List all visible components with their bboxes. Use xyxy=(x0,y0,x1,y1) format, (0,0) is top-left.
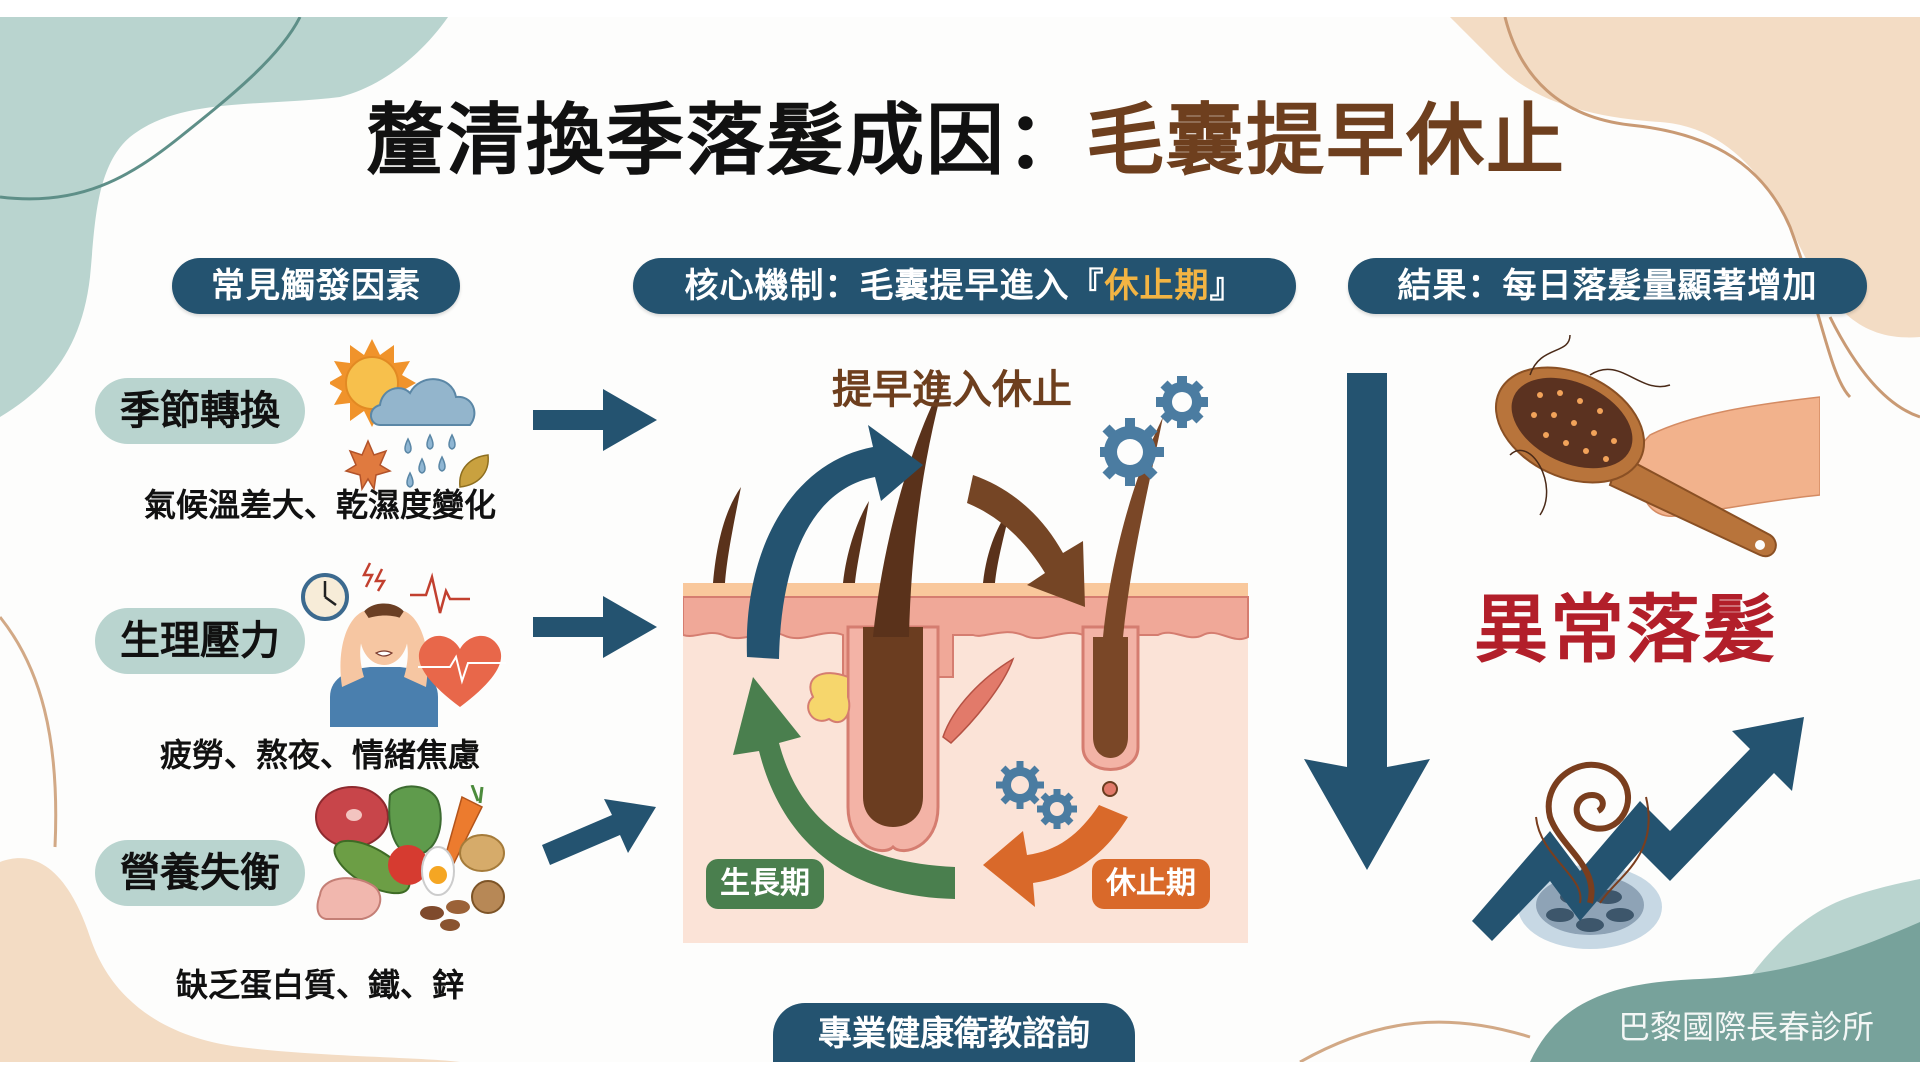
teal-blob-top-left xyxy=(0,17,448,417)
factor-desc-season: 氣候溫差大、乾濕度變化 xyxy=(143,486,496,524)
arrow-blue-cycle xyxy=(746,425,923,659)
title-main: 釐清換季落髮成因： xyxy=(366,96,1087,186)
potato-icon xyxy=(459,834,505,872)
tomato-icon xyxy=(388,845,428,885)
brush-handle xyxy=(1608,453,1777,558)
ham-icon xyxy=(316,877,382,920)
mechanism-header-suffix: 』 xyxy=(1209,266,1245,306)
trend-up-arrow-icon xyxy=(1472,717,1804,941)
raindrops-icon xyxy=(404,433,456,488)
peach-blob-top-right xyxy=(1450,17,1920,338)
factor-label: 生理壓力 xyxy=(120,618,280,664)
background-decoration xyxy=(0,17,1920,1062)
factor-pill-season: 季節轉換 xyxy=(95,378,305,444)
factor-desc-nutrition: 缺乏蛋白質、鐵、鋅 xyxy=(175,966,464,1004)
leaf-icon xyxy=(459,454,489,488)
peach-curve-line xyxy=(1503,17,1852,399)
arrow-down-icon xyxy=(1304,373,1430,870)
factor-pill-stress: 生理壓力 xyxy=(95,608,305,674)
clinic-watermark: 巴黎國際長春診所 xyxy=(1618,1008,1875,1046)
arrow-brown-cycle xyxy=(967,475,1085,607)
teal-curve-line xyxy=(0,17,302,201)
factor-desc-stress: 疲勞、熬夜、情緒焦慮 xyxy=(159,736,480,774)
teal-blob-bottom-right-dark xyxy=(1530,922,1920,1062)
peach-curve-line-right xyxy=(1828,316,1920,419)
page-title: 釐清換季落髮成因：毛囊提早休止 xyxy=(366,91,1566,191)
hair-swirl-icon xyxy=(1545,761,1632,904)
mechanism-header-highlight: 休止期 xyxy=(1104,266,1210,306)
short-hair xyxy=(713,487,741,583)
result-header-pill: 結果：每日落髮量顯著增加 xyxy=(1348,258,1867,314)
hair-follicle-diagram xyxy=(683,379,1249,907)
lettuce-icon xyxy=(388,785,442,857)
anagen-hair-bulb xyxy=(863,627,923,827)
arrow-right-icon xyxy=(533,389,657,451)
title-accent: 毛囊提早休止 xyxy=(1086,96,1567,186)
papilla-detached xyxy=(1102,781,1118,797)
short-hair xyxy=(843,501,869,583)
consultation-tab-label: 專業健康衛教諮詢 xyxy=(818,1014,1090,1054)
factor-label: 營養失衡 xyxy=(120,850,280,896)
cloud-icon xyxy=(370,378,476,426)
triggers-header-pill: 常見觸發因素 xyxy=(172,258,460,314)
arrow-orange-cycle xyxy=(983,805,1128,907)
mechanism-header-prefix: 核心機制：毛囊提早進入『 xyxy=(684,266,1105,306)
arrector-muscle xyxy=(942,657,1015,744)
maple-leaf-icon xyxy=(344,439,392,492)
arrow-up-right-icon xyxy=(542,799,656,865)
sebaceous-gland xyxy=(807,672,851,724)
walnut-icon xyxy=(471,880,505,914)
early-rest-label: 提早進入休止 xyxy=(832,367,1072,413)
almond-icon xyxy=(420,906,444,920)
bottom-peach-line xyxy=(1299,1020,1531,1062)
abnormal-hair-loss-label: 異常落髮 xyxy=(1474,587,1778,673)
person-icon xyxy=(330,603,438,727)
peach-blob-bottom-left xyxy=(0,858,460,1062)
clock-icon xyxy=(301,573,349,621)
weather-icon xyxy=(330,339,489,492)
short-hair xyxy=(983,507,1011,583)
gears-icon xyxy=(1100,376,1208,486)
arrow-right-icon xyxy=(533,596,657,658)
arrow-green-cycle xyxy=(733,677,955,899)
heartbeat-line-icon xyxy=(410,572,470,614)
factor-pill-nutrition: 營養失衡 xyxy=(95,840,305,906)
result-header-text: 結果：每日落髮量顯著增加 xyxy=(1397,266,1818,306)
factor-arrows xyxy=(533,389,657,865)
hairbrush-hand-icon xyxy=(1494,335,1820,558)
telogen-hair-bulb xyxy=(1093,637,1128,758)
factor-label: 季節轉換 xyxy=(120,388,280,434)
infographic-canvas: 釐清換季落髮成因：毛囊提早休止 常見觸發因素 核心機制：毛囊提早進入『休止期』 … xyxy=(0,17,1920,1062)
rest-phase-label: 休止期 xyxy=(1092,859,1210,909)
anagen-hair-shaft xyxy=(873,379,945,637)
epidermis-layer xyxy=(683,583,1248,597)
triggers-header-text: 常見觸發因素 xyxy=(211,266,421,306)
trend-drain-icon xyxy=(1472,717,1804,949)
small-gears-icon xyxy=(996,761,1077,829)
stressed-person-icon xyxy=(301,562,506,727)
left-curve-line xyxy=(0,616,58,848)
mechanism-header-pill: 核心機制：毛囊提早進入『休止期』 xyxy=(633,258,1296,314)
food-icon xyxy=(315,785,505,931)
growth-phase-label: 生長期 xyxy=(706,859,824,909)
consultation-tab[interactable]: 專業健康衛教諮詢 xyxy=(773,1003,1135,1062)
stress-bolt-icon xyxy=(361,562,387,592)
